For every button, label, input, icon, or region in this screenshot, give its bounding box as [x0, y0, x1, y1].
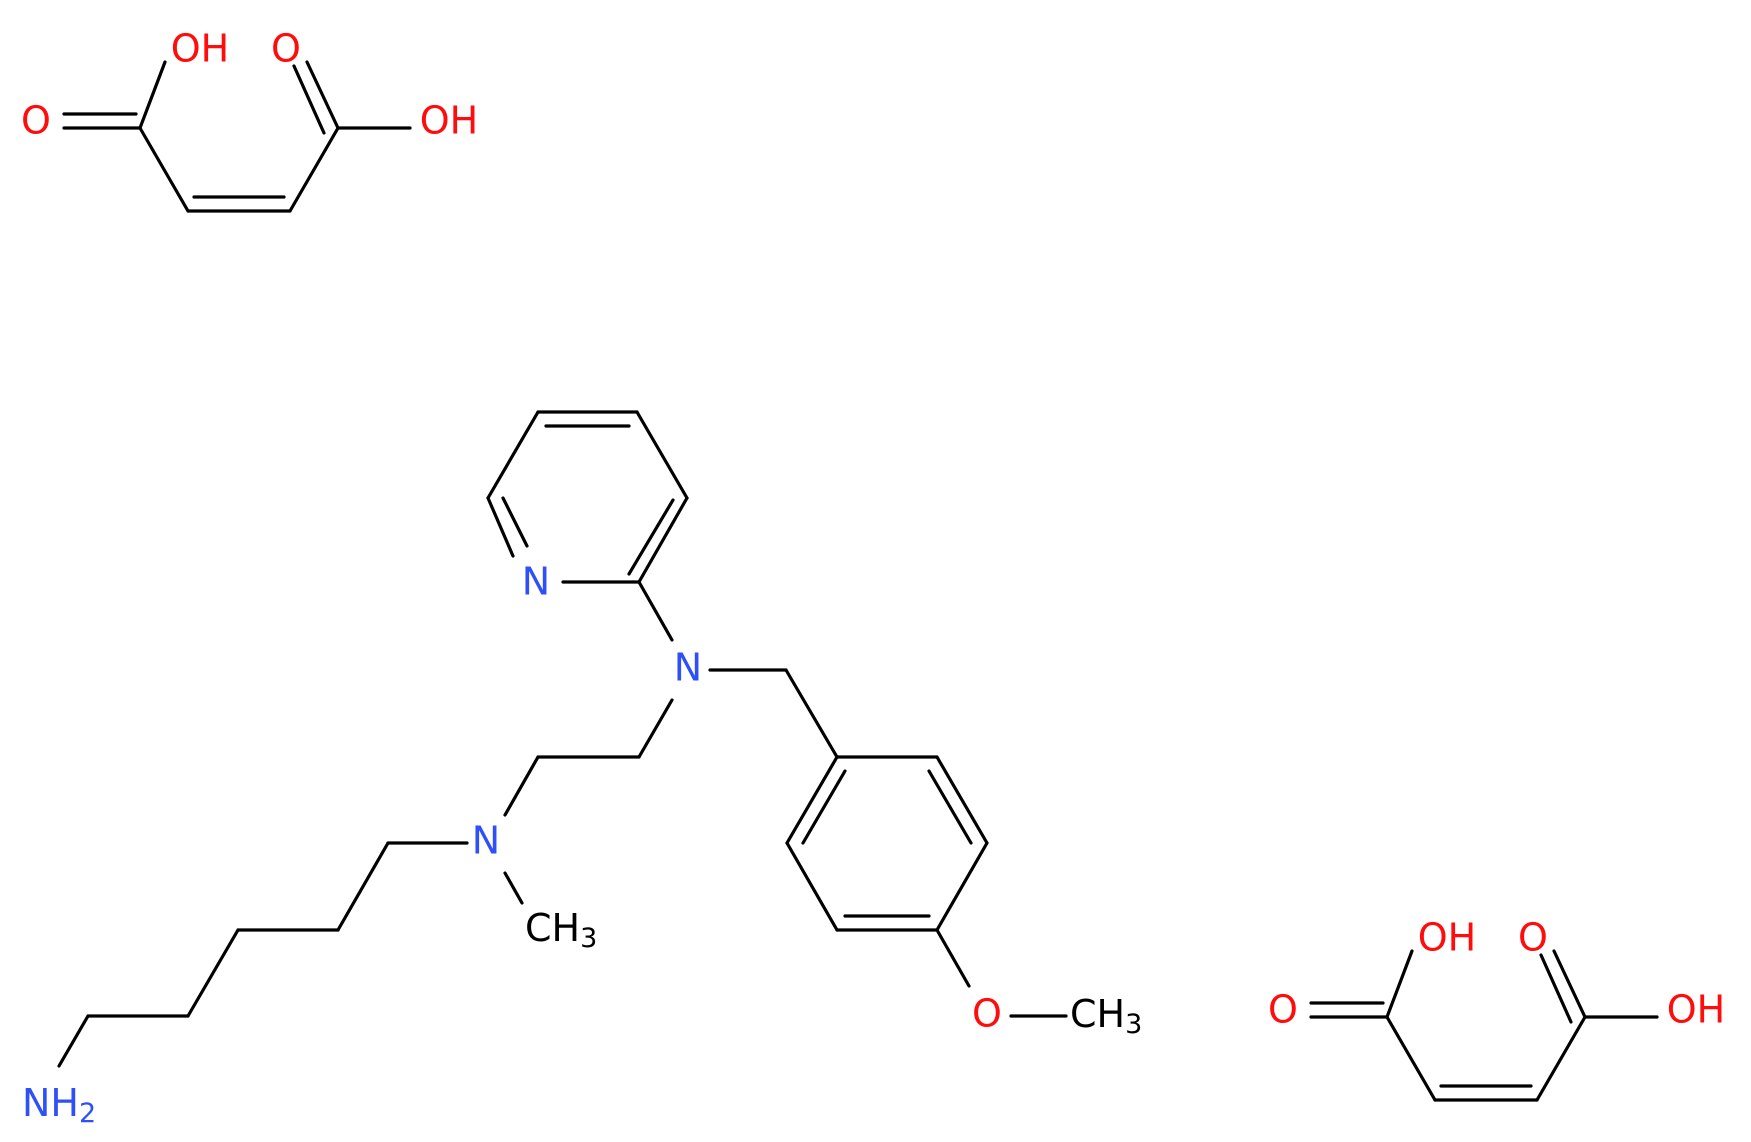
bond: [503, 755, 540, 817]
bond: [935, 928, 971, 988]
bond: [637, 698, 674, 759]
bond: [1385, 949, 1414, 1019]
bond: [57, 1014, 90, 1068]
bond: [927, 769, 973, 845]
bond: [637, 496, 689, 584]
bond: [501, 496, 529, 548]
bond: [935, 841, 989, 932]
bond: [138, 60, 167, 130]
maleic-acid-bottom: OH O O OH: [1268, 916, 1725, 1102]
bond: [1539, 953, 1573, 1024]
amine-nitrogen-label: N: [472, 819, 500, 863]
bond: [186, 928, 240, 1018]
bond: [635, 410, 689, 500]
bond: [784, 668, 839, 759]
atom-o-label: O: [21, 99, 51, 143]
methyl-label: CH3: [525, 906, 597, 954]
atom-oh-label: OH: [1418, 916, 1476, 960]
bond: [288, 126, 340, 213]
bond: [292, 64, 326, 135]
bond: [1535, 1015, 1587, 1102]
tertiary-nitrogen-label: N: [674, 646, 702, 690]
bond: [785, 841, 839, 932]
bond: [138, 126, 190, 213]
bond: [801, 769, 847, 845]
bond: [637, 580, 674, 642]
bond: [503, 871, 524, 905]
ether-oxygen-label: O: [972, 992, 1002, 1036]
bond: [1552, 949, 1587, 1019]
atom-oh-label: OH: [171, 27, 229, 71]
pyridine-nitrogen-label: N: [522, 560, 550, 604]
bond: [305, 60, 340, 130]
atom-o-label: O: [1518, 916, 1548, 960]
bond: [336, 841, 390, 932]
atom-oh-label: OH: [420, 99, 478, 143]
atom-o-label: O: [1268, 988, 1298, 1032]
bond: [486, 410, 540, 500]
maleic-acid-top: OH O O OH: [21, 27, 478, 213]
bond: [1385, 1015, 1437, 1102]
bond: [785, 755, 839, 845]
atom-oh-label: OH: [1667, 988, 1725, 1032]
atom-o-label: O: [271, 27, 301, 71]
methoxy-methyl-label: CH3: [1070, 992, 1142, 1040]
bond: [486, 496, 515, 558]
bond: [935, 755, 989, 845]
bond: [627, 498, 675, 576]
primary-amine-label: NH2: [22, 1081, 96, 1129]
main-molecule: N N N CH3 O CH3 NH2: [22, 410, 1142, 1129]
